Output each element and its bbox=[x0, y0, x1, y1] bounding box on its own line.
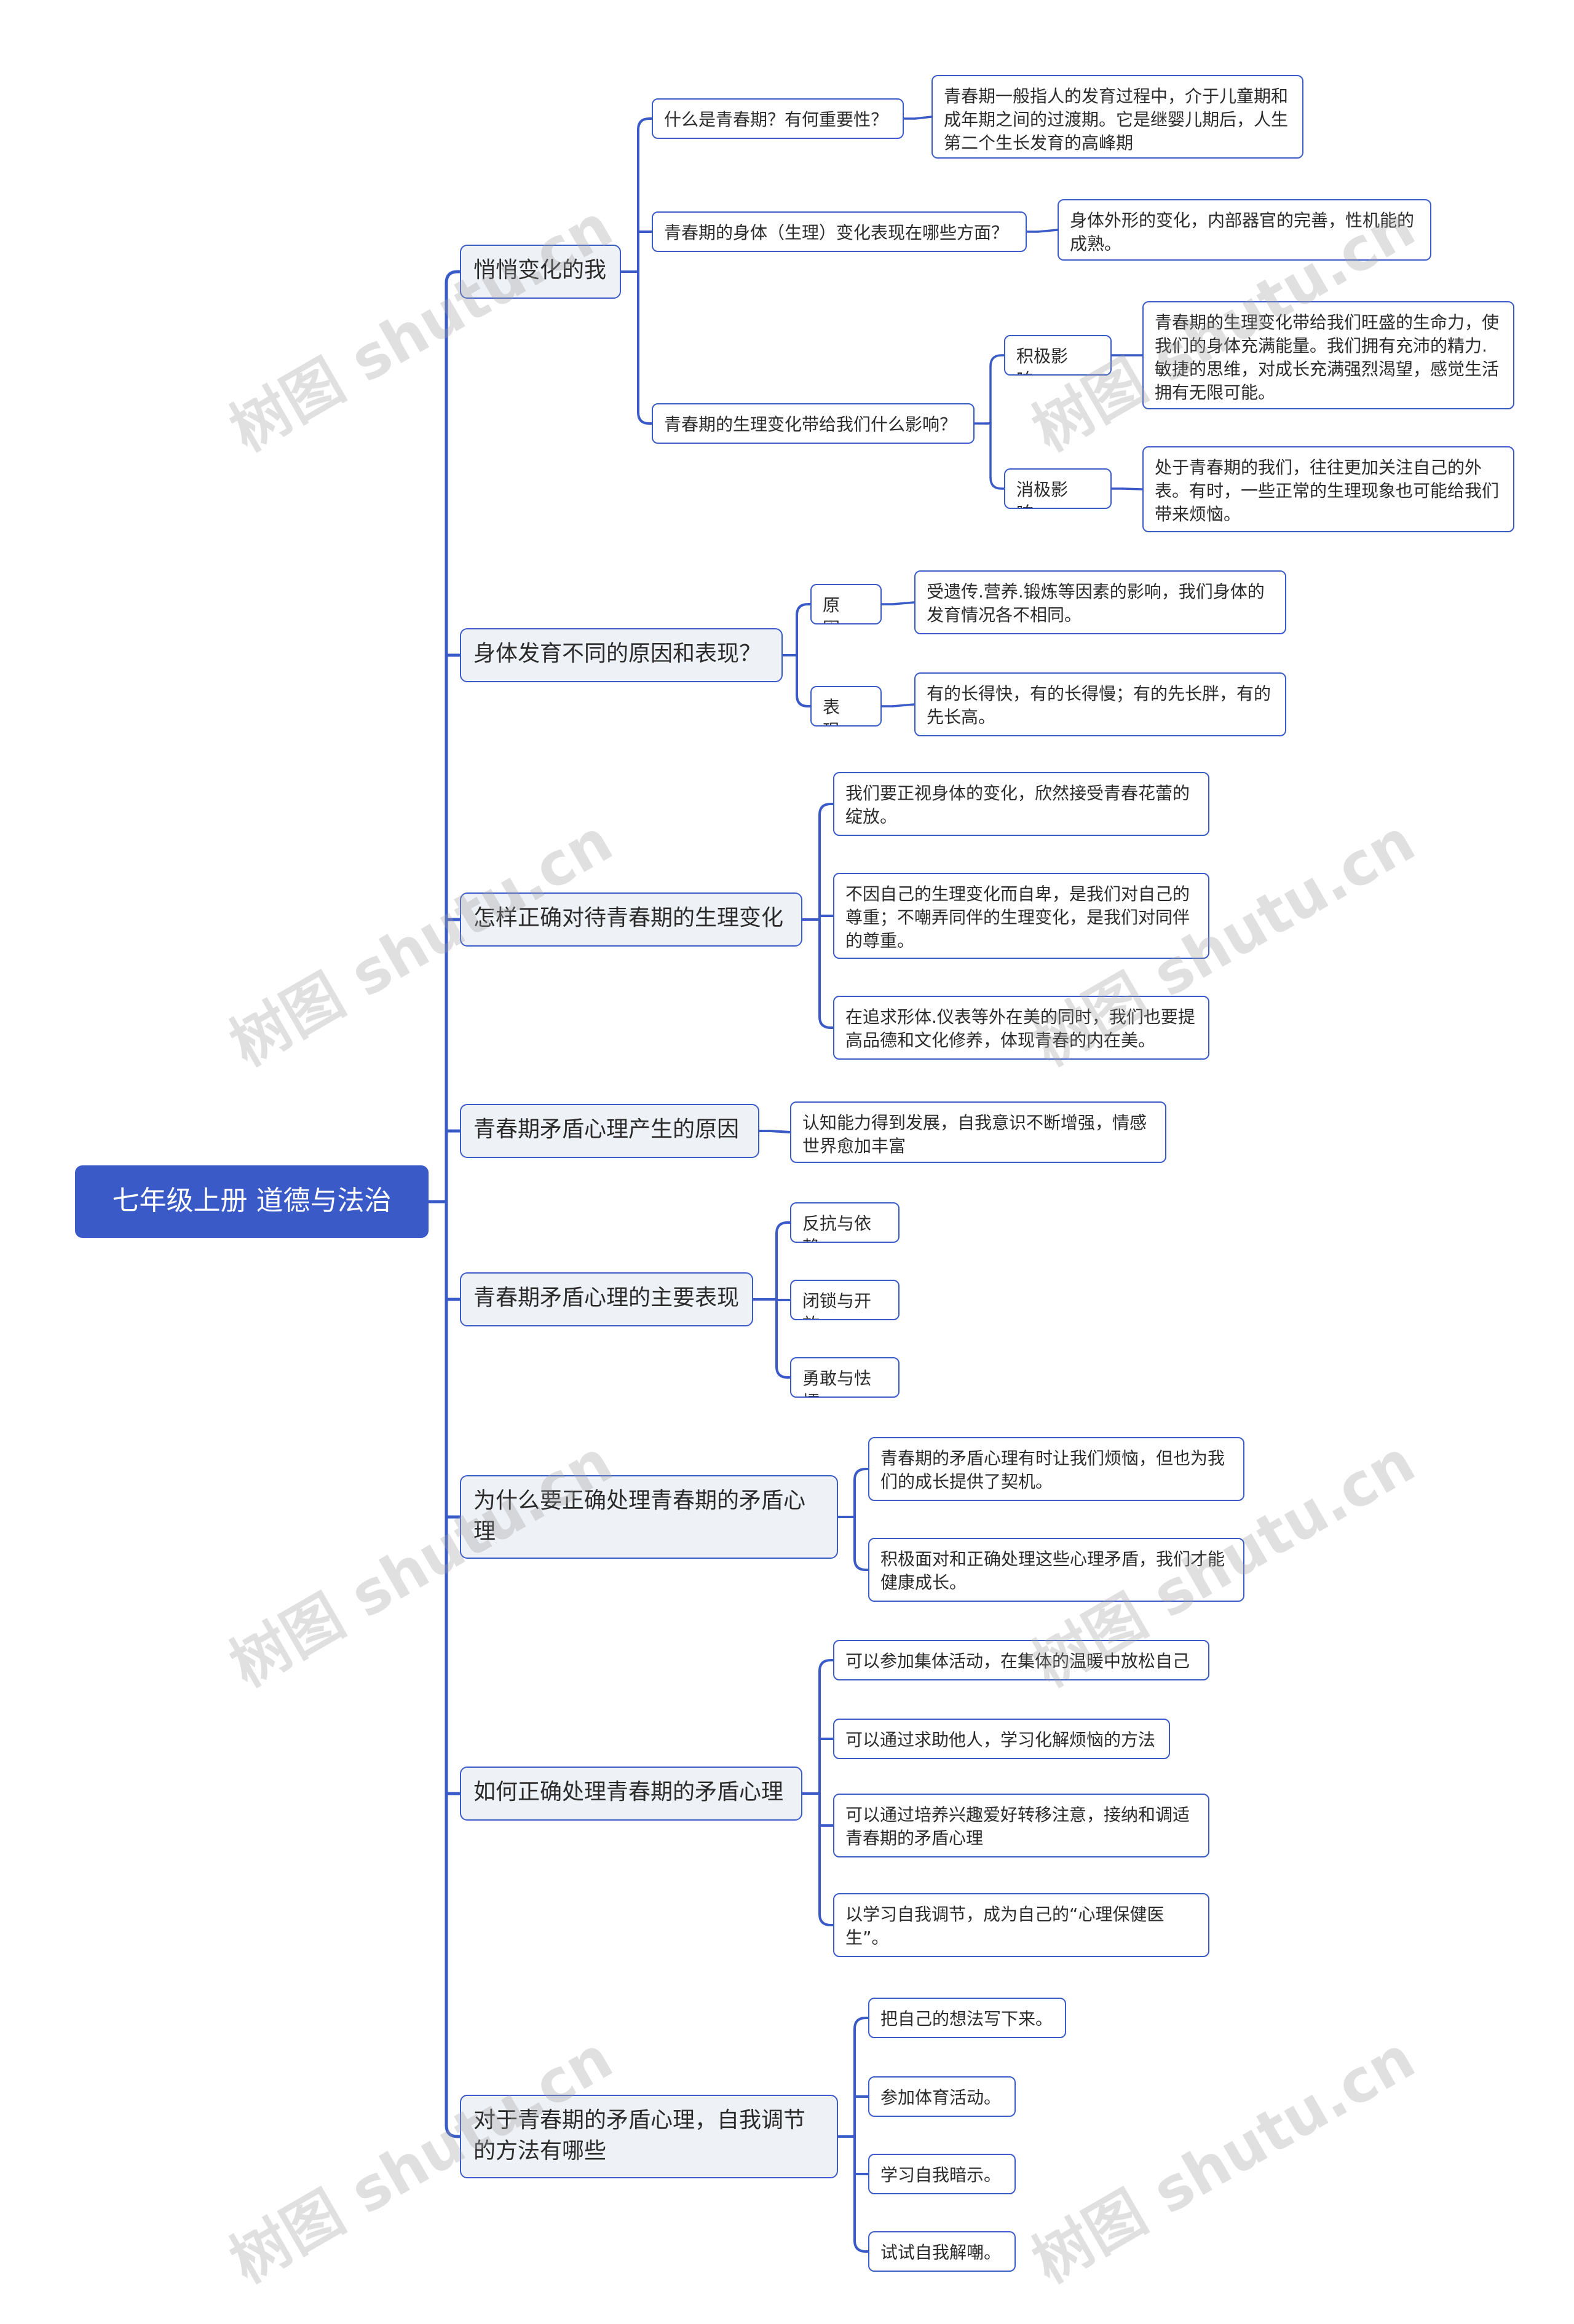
detail-node: 可以通过培养兴趣爱好转移注意，接纳和调适青春期的矛盾心理 bbox=[833, 1794, 1209, 1857]
connector-line bbox=[914, 116, 933, 120]
connector-line bbox=[892, 601, 916, 605]
connector-line bbox=[769, 1130, 791, 1133]
detail-node: 试试自我解嘲。 bbox=[868, 2231, 1016, 2272]
connector-line bbox=[445, 2124, 462, 2138]
detail-node: 受遗传.营养.锻炼等因素的影响，我们身体的发育情况各不相同。 bbox=[914, 570, 1286, 634]
detail-node: 学习自我暗示。 bbox=[868, 2154, 1016, 2194]
subtopic-node[interactable]: 原因： bbox=[810, 584, 882, 624]
connector-line bbox=[853, 1468, 869, 1481]
connector-line bbox=[850, 1515, 856, 1518]
branch-why-handle-conflict[interactable]: 为什么要正确处理青春期的矛盾心理 bbox=[460, 1475, 838, 1559]
connector-line bbox=[818, 803, 834, 816]
connector-line bbox=[853, 2017, 869, 2030]
detail-node: 青春期的生理变化带给我们旺盛的生命力，使我们的身体充满能量。我们拥有充沛的精力.… bbox=[1142, 301, 1514, 409]
branch-self-adjust-methods[interactable]: 对于青春期的矛盾心理，自我调节的方法有哪些 bbox=[460, 2095, 838, 2178]
connector-line bbox=[818, 1913, 834, 1926]
connector-line bbox=[815, 1792, 821, 1795]
detail-node: 不因自己的生理变化而自卑，是我们对自己的尊重；不嘲弄同伴的生理变化，是我们对同伴… bbox=[833, 873, 1209, 959]
branch-how-handle-conflict[interactable]: 如何正确处理青春期的矛盾心理 bbox=[460, 1767, 802, 1821]
connector-line bbox=[850, 2135, 856, 2138]
subtopic-node[interactable]: 表现： bbox=[810, 686, 882, 727]
branch-conflict-causes[interactable]: 青春期矛盾心理产生的原因 bbox=[460, 1104, 759, 1158]
detail-node: 身体外形的变化，内部器官的完善，性机能的成熟。 bbox=[1058, 199, 1431, 261]
connector-line bbox=[989, 476, 1005, 490]
connector-line bbox=[818, 1015, 834, 1029]
subtopic-node[interactable]: 消极影响： bbox=[1004, 468, 1112, 509]
connector-line bbox=[633, 270, 639, 273]
connector-line bbox=[637, 117, 653, 131]
connector-line bbox=[637, 411, 653, 425]
connector-line bbox=[989, 354, 1005, 368]
connector-line bbox=[796, 694, 812, 707]
detail-node: 可以参加集体活动，在集体的温暖中放松自己 bbox=[833, 1640, 1209, 1680]
detail-node: 反抗与依赖 bbox=[790, 1202, 900, 1243]
root-topic[interactable]: 七年级上册 道德与法治 bbox=[75, 1165, 429, 1238]
subtopic-node[interactable]: 积极影响： bbox=[1004, 335, 1112, 376]
branch-treat-changes[interactable]: 怎样正确对待青春期的生理变化 bbox=[460, 892, 802, 947]
branch-development-differences[interactable]: 身体发育不同的原因和表现？ bbox=[460, 628, 783, 682]
subtopic-node[interactable]: 青春期的生理变化带给我们什么影响？ bbox=[652, 403, 975, 444]
branch-quiet-changes[interactable]: 悄悄变化的我 bbox=[460, 245, 621, 299]
branch-conflict-manifestations[interactable]: 青春期矛盾心理的主要表现 bbox=[460, 1272, 753, 1326]
detail-node: 勇敢与怯懦 bbox=[790, 1357, 900, 1398]
connector-line bbox=[818, 1659, 834, 1672]
connector-line bbox=[853, 2239, 869, 2253]
detail-node: 闭锁与开放 bbox=[790, 1280, 900, 1320]
connector-line bbox=[815, 918, 821, 921]
detail-node: 处于青春期的我们，往往更加关注自己的外表。有时，一些正常的生理现象也可能给我们带… bbox=[1142, 446, 1514, 532]
detail-node: 积极面对和正确处理这些心理矛盾，我们才能健康成长。 bbox=[868, 1538, 1244, 1602]
detail-node: 我们要正视身体的变化，欣然接受青春花蕾的绽放。 bbox=[833, 772, 1209, 836]
detail-node: 在追求形体.仪表等外在美的同时，我们也要提高品德和文化修养，体现青春的内在美。 bbox=[833, 996, 1209, 1060]
connector-line bbox=[775, 1365, 791, 1379]
connector-line bbox=[1037, 229, 1059, 233]
connector-line bbox=[853, 1558, 869, 1571]
subtopic-node[interactable]: 青春期的身体（生理）变化表现在哪些方面？ bbox=[652, 211, 1027, 252]
detail-node: 以学习自我调节，成为自己的“心理保健医生”。 bbox=[833, 1893, 1209, 1957]
connector-line bbox=[445, 270, 462, 285]
detail-node: 认知能力得到发展，自我意识不断增强，情感世界愈加丰富 bbox=[790, 1101, 1166, 1163]
connector-line bbox=[441, 1199, 448, 1203]
subtopic-node[interactable]: 什么是青春期？有何重要性？ bbox=[652, 98, 904, 139]
connector-line bbox=[796, 603, 812, 616]
detail-node: 参加体育活动。 bbox=[868, 2076, 1016, 2117]
detail-node: 把自己的想法写下来。 bbox=[868, 1998, 1066, 2038]
detail-node: 青春期的矛盾心理有时让我们烦恼，但也为我们的成长提供了契机。 bbox=[868, 1437, 1244, 1501]
detail-node: 有的长得快，有的长得慢；有的先长胖，有的先长高。 bbox=[914, 672, 1286, 736]
detail-node: 青春期一般指人的发育过程中，介于儿童期和成年期之间的过渡期。它是继婴儿期后，人生… bbox=[931, 75, 1303, 159]
detail-node: 可以通过求助他人，学习化解烦恼的方法 bbox=[833, 1719, 1170, 1759]
connector-line bbox=[892, 703, 916, 707]
connector-line bbox=[775, 1221, 791, 1235]
